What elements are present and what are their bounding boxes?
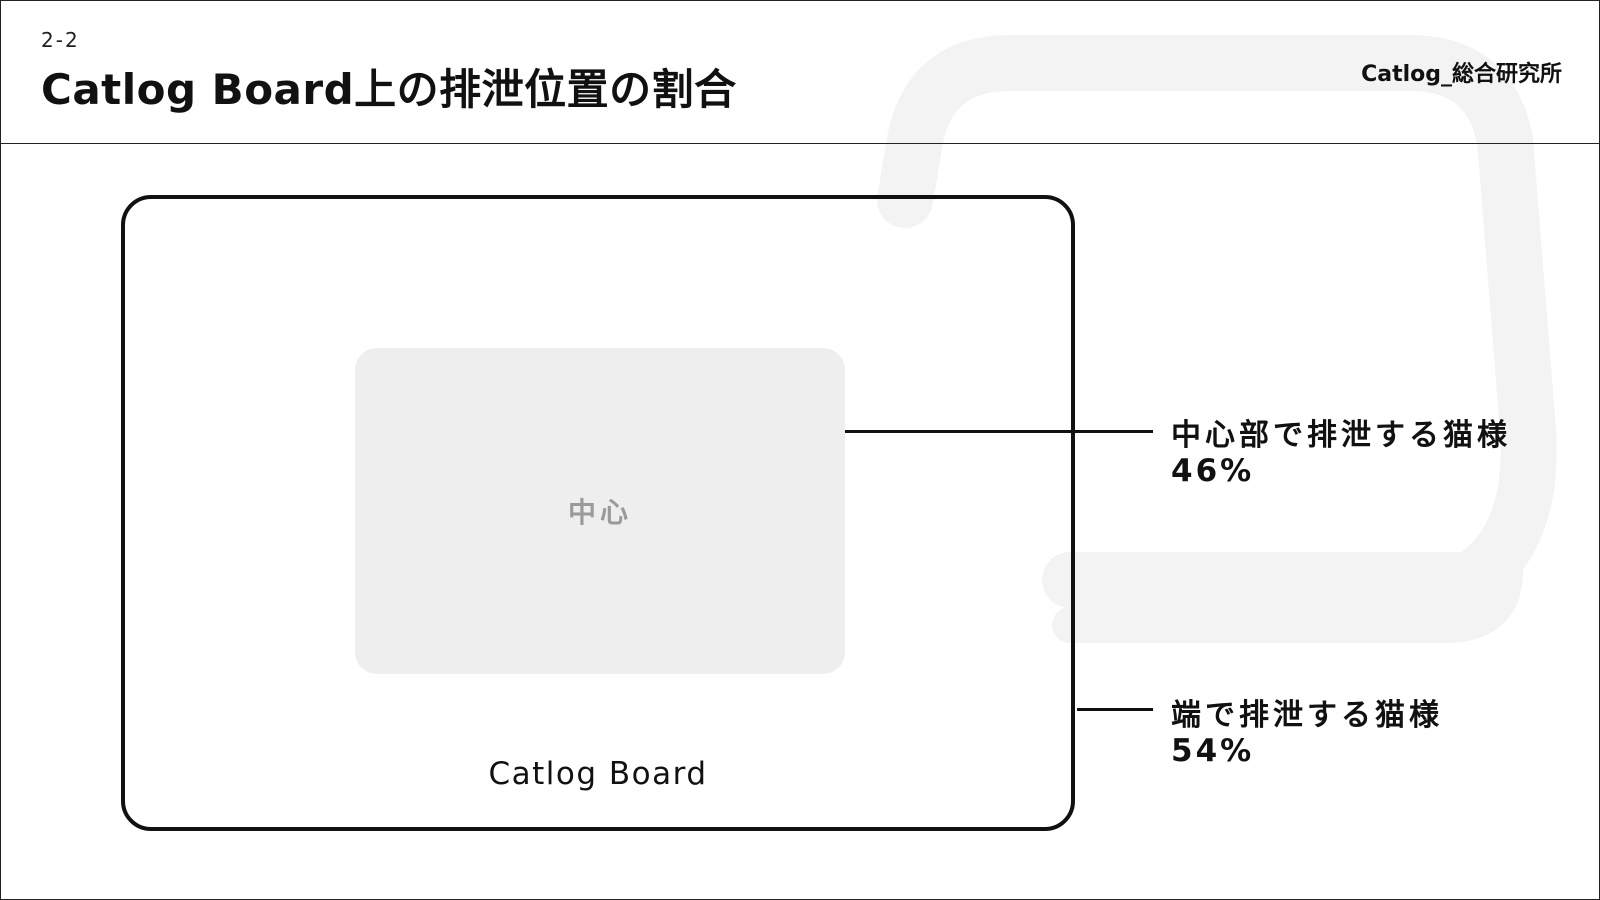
edge-callout-value: 54% xyxy=(1171,733,1255,769)
section-number: 2-2 xyxy=(41,28,80,52)
center-zone-label: 中心 xyxy=(567,496,632,529)
header-divider xyxy=(1,143,1599,144)
page-title: Catlog Board上の排泄位置の割合 xyxy=(41,65,737,114)
board-label: Catlog Board xyxy=(488,756,708,792)
tray-base-decoration xyxy=(1052,552,1523,643)
center-zone: 中心 xyxy=(355,348,845,674)
edge-callout-label: 端で排泄する猫様 xyxy=(1171,698,1443,733)
edge-leader-line xyxy=(1077,708,1153,711)
catlog-board-outline xyxy=(121,195,1075,831)
brand-logo: Catlog_総合研究所 xyxy=(1361,62,1562,87)
center-callout-value: 46% xyxy=(1171,453,1255,489)
center-leader-line xyxy=(845,430,1153,433)
center-callout-label: 中心部で排泄する猫様 xyxy=(1171,418,1511,453)
tray-outline-decoration xyxy=(877,35,1557,608)
